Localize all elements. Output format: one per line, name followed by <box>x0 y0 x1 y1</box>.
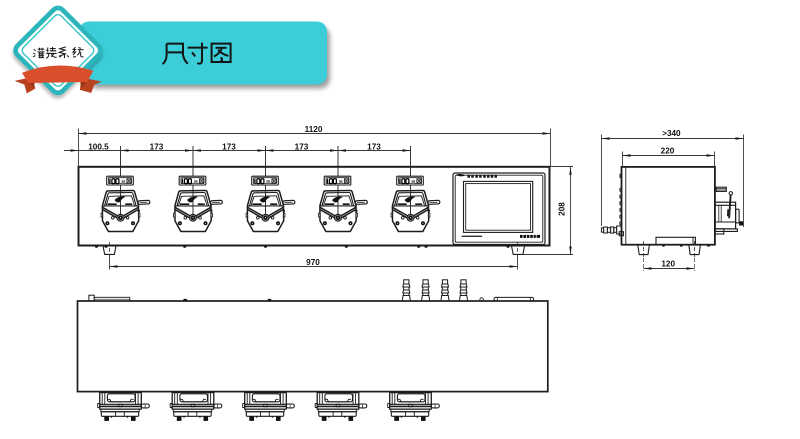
svg-text:120: 120 <box>661 260 675 269</box>
svg-text:173: 173 <box>150 143 164 152</box>
svg-text:1120: 1120 <box>305 125 323 134</box>
svg-text:220: 220 <box>661 147 675 156</box>
svg-text:208: 208 <box>557 202 566 216</box>
svg-text:970: 970 <box>306 258 320 267</box>
svg-text:>340: >340 <box>662 129 681 138</box>
svg-text:173: 173 <box>367 143 381 152</box>
svg-text:100.5: 100.5 <box>88 143 109 152</box>
svg-text:173: 173 <box>295 143 309 152</box>
svg-text:173: 173 <box>222 143 236 152</box>
